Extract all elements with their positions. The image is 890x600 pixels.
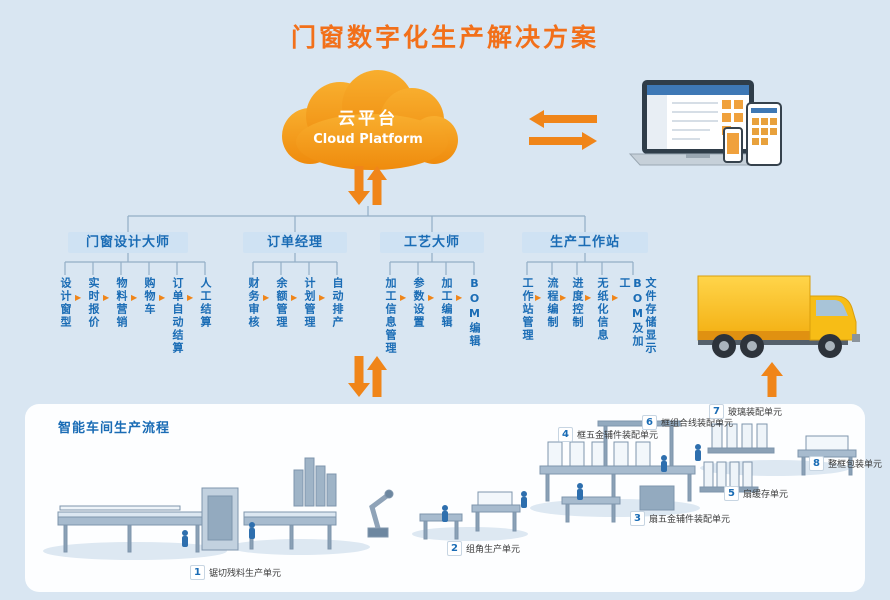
unit-label: 扇五金辅件装配单元 [649, 515, 731, 525]
unit-4-callout: 4 框五金辅件装配单元 [558, 427, 658, 442]
feature-item: 加工编辑 [440, 277, 453, 329]
worker-figures [182, 444, 701, 547]
unit-label: 框组合线装配单元 [661, 419, 734, 429]
unit-1-callout: 1 锯切残料生产单元 [190, 565, 281, 580]
feature-item: 无纸化信息 [596, 277, 609, 342]
feature-item: 购物车 [143, 277, 156, 316]
feature-item: 参数设置 [412, 277, 425, 329]
cloud-icon [282, 70, 458, 170]
feature-item: 文件存储显示BOM及加工 [618, 277, 657, 355]
unit-number-badge: 7 [709, 404, 724, 419]
unit-label: 组角生产单元 [466, 545, 521, 555]
flow-arrow-icon: ▶ [75, 293, 82, 302]
flow-arrow-icon: ▶ [291, 293, 298, 302]
unit-number-badge: 1 [190, 565, 205, 580]
flow-arrow-icon: ▶ [319, 293, 326, 302]
branch-box-production-station: 生产工作站 [522, 232, 648, 253]
feature-item: 财务审核 [247, 277, 260, 329]
feature-item: 计划管理 [303, 277, 316, 329]
feature-item: 设计窗型 [59, 277, 72, 329]
feature-item: 实时报价 [87, 277, 100, 329]
updown-arrows-cloud-icon [348, 166, 387, 205]
sync-arrows-icon [529, 110, 597, 150]
flow-arrow-icon: ▶ [131, 293, 138, 302]
feature-item: 加工信息管理 [384, 277, 397, 355]
flow-arrow-icon: ▶ [428, 293, 435, 302]
unit-7-callout: 7 玻璃装配单元 [709, 404, 782, 419]
unit-3-callout: 3 扇五金辅件装配单元 [630, 511, 730, 526]
branch-box-craft-master: 工艺大师 [380, 232, 484, 253]
flow-arrow-icon: ▶ [612, 293, 619, 302]
unit-number-badge: 4 [558, 427, 573, 442]
unit-2-callout: 2 组角生产单元 [447, 541, 520, 556]
cloud-title-cn: 云平台 [338, 109, 398, 129]
updown-arrows-workshop-icon [348, 356, 387, 397]
unit-label: 扇缓存单元 [743, 490, 789, 500]
flow-arrow-icon: ▶ [585, 293, 592, 302]
unit-8-callout: 8 整框包装单元 [809, 456, 882, 471]
feature-item: 余额管理 [275, 277, 288, 329]
unit-number-badge: 5 [724, 486, 739, 501]
truck-illustration [697, 275, 860, 358]
feature-item: BOM编辑 [468, 277, 481, 348]
cloud-title-en: Cloud Platform [313, 132, 423, 147]
unit-label: 锯切残料生产单元 [209, 569, 282, 579]
flow-arrow-icon: ▶ [103, 293, 110, 302]
feature-item: 人工结算 [199, 277, 212, 329]
unit-label: 玻璃装配单元 [728, 408, 783, 418]
branch-box-order-manager: 订单经理 [243, 232, 347, 253]
unit-number-badge: 3 [630, 511, 645, 526]
feature-item: 物料营销 [115, 277, 128, 329]
workshop-title: 智能车间生产流程 [58, 421, 171, 436]
flow-arrow-icon: ▶ [187, 293, 194, 302]
connector-lines [64, 206, 634, 275]
unit-6-callout: 6 框组合线装配单元 [642, 415, 733, 430]
unit-number-badge: 2 [447, 541, 462, 556]
unit-label: 整框包装单元 [828, 460, 883, 470]
feature-item: 订单自动结算 [171, 277, 184, 355]
flow-arrow-icon: ▶ [535, 293, 542, 302]
feature-item: 进度控制 [571, 277, 584, 329]
feature-item: 流程编制 [546, 277, 559, 329]
cloud-label: 云平台 Cloud Platform [288, 104, 448, 147]
flow-arrow-icon: ▶ [560, 293, 567, 302]
unit-5-callout: 5 扇缓存单元 [724, 486, 788, 501]
devices-illustration [628, 80, 782, 166]
flow-arrow-icon: ▶ [263, 293, 270, 302]
flow-arrow-icon: ▶ [456, 293, 463, 302]
branch-box-design-master: 门窗设计大师 [68, 232, 188, 253]
unit-number-badge: 8 [809, 456, 824, 471]
up-arrow-truck-icon [761, 362, 783, 397]
unit-number-badge: 6 [642, 415, 657, 430]
feature-item: 自动排产 [331, 277, 344, 329]
flow-arrow-icon: ▶ [159, 293, 166, 302]
page-title: 门窗数字化生产解决方案 [290, 23, 599, 52]
unit-label: 框五金辅件装配单元 [577, 431, 659, 441]
flow-arrow-icon: ▶ [400, 293, 407, 302]
feature-item: 工作站管理 [521, 277, 534, 342]
